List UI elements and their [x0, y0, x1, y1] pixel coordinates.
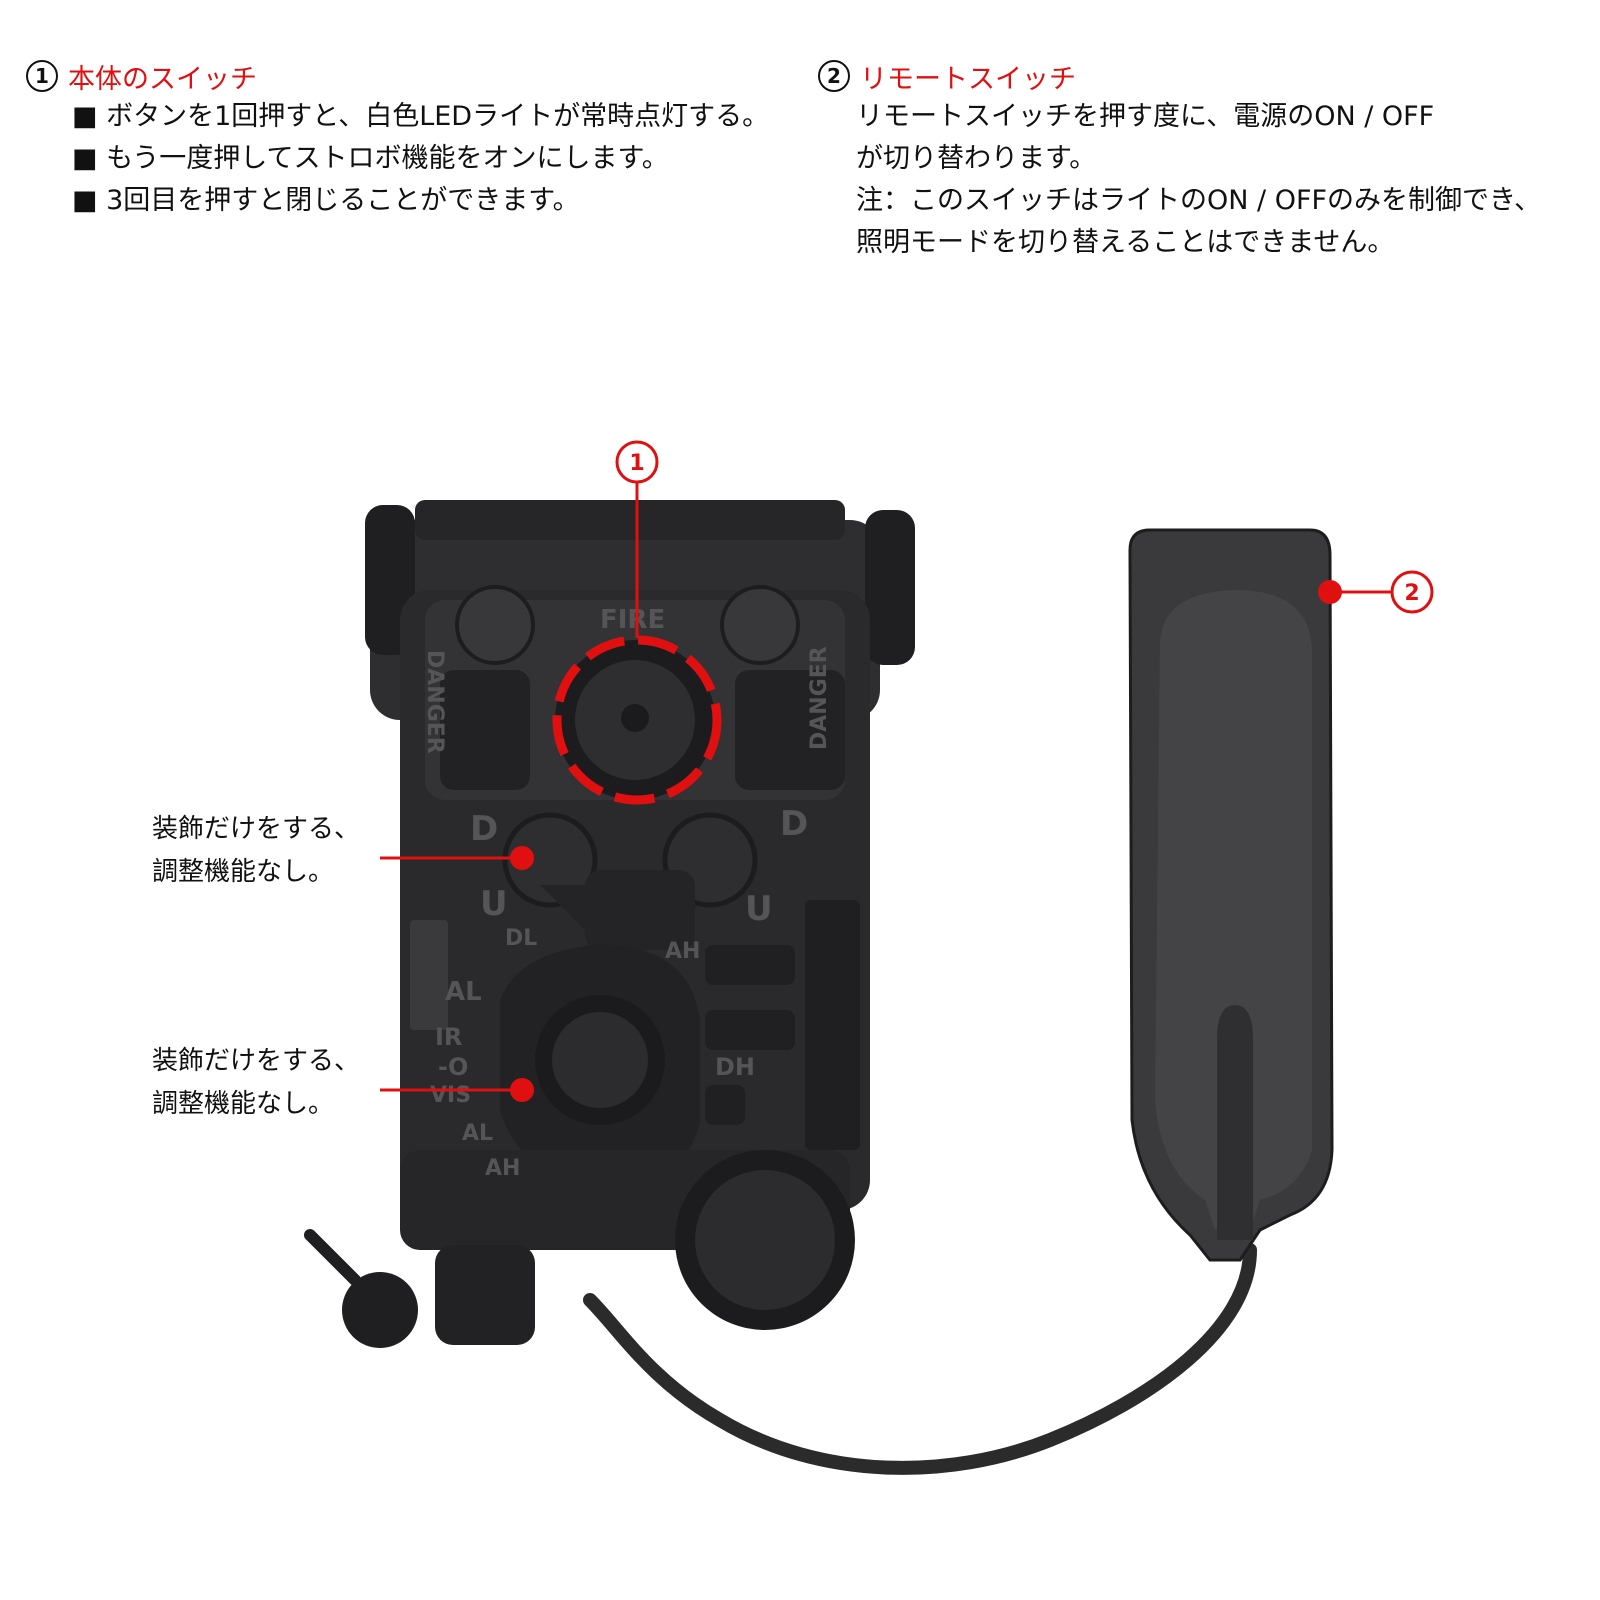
dh-label: DH — [715, 1053, 755, 1081]
switch-highlight-ring — [552, 635, 722, 805]
callout-2-dot — [510, 1078, 534, 1102]
description-line: リモートスイッチを押す度に、電源のON / OFF — [856, 101, 1435, 132]
description-line: 照明モードを切り替えることはできません。 — [856, 227, 1395, 258]
al-label: AL — [462, 1121, 493, 1146]
instruction-line: ■ もう一度押してストロボ機能をオンにします。 — [72, 143, 669, 174]
marker-1-label: 1 — [629, 451, 644, 476]
section-device-switch-title: 本体のスイッチ — [68, 63, 257, 95]
section-remote-switch-heading: 2 リモートスイッチ — [818, 56, 1541, 96]
callout-line: 装飾だけをする、 — [152, 1046, 361, 1076]
dl-label: DL — [505, 926, 537, 951]
ah-label: AH — [665, 939, 700, 964]
danger-label: DANGER — [422, 650, 447, 754]
marker-1-icon — [615, 440, 659, 484]
number-1-icon: 1 — [26, 60, 58, 92]
instruction-line: ■ 3回目を押すと閉じることができます。 — [72, 185, 580, 216]
marker-2-label: 2 — [1404, 581, 1419, 606]
section-remote-switch-title: リモートスイッチ — [860, 63, 1076, 95]
callout-2: 装飾だけをする、 調整機能なし。 — [152, 1040, 360, 1126]
annotation-overlay: 1 2 — [380, 440, 1434, 1102]
u-label: U — [480, 884, 508, 924]
section-device-switch: 1 本体のスイッチ ■ ボタンを1回押すと、白色LEDライトが常時点灯する。 ■… — [26, 56, 769, 222]
description-line: が切り替わります。 — [856, 143, 1097, 174]
callout-line: 装飾だけをする、 — [152, 814, 361, 844]
off-label: -O — [438, 1053, 468, 1081]
device-body — [304, 500, 915, 1348]
al-label: AL — [445, 977, 482, 1007]
callout-1-dot — [510, 846, 534, 870]
d-label: D — [470, 809, 498, 849]
section-remote-switch-body: リモートスイッチを押す度に、電源のON / OFF が切り替わります。 注：この… — [856, 96, 1541, 264]
ah-label: AH — [485, 1156, 520, 1181]
danger-label: DANGER — [807, 646, 832, 750]
section-device-switch-heading: 1 本体のスイッチ — [26, 56, 769, 96]
u-label: U — [745, 889, 773, 929]
remote-pad — [1128, 528, 1334, 1262]
callout-line: 調整機能なし。 — [152, 857, 335, 887]
ir-label: IR — [435, 1023, 462, 1051]
number-2-icon: 2 — [818, 60, 850, 92]
callout-line: 調整機能なし。 — [152, 1089, 335, 1119]
description-line: 注：このスイッチはライトのON / OFFのみを制御でき、 — [856, 185, 1542, 216]
marker-2-icon — [1390, 570, 1434, 614]
fire-label: FIRE — [600, 605, 665, 635]
section-device-switch-body: ■ ボタンを1回押すと、白色LEDライトが常時点灯する。 ■ もう一度押してスト… — [72, 96, 769, 222]
instruction-line: ■ ボタンを1回押すと、白色LEDライトが常時点灯する。 — [72, 101, 770, 132]
remote-cable — [583, 1243, 1257, 1475]
vis-label: VIS — [430, 1083, 471, 1108]
device-labels: FIRE D D U U DL AH AL IR -O VIS AL AH DH… — [422, 605, 832, 1181]
d-label: D — [780, 804, 808, 844]
callout-1: 装飾だけをする、 調整機能なし。 — [152, 808, 360, 894]
section-remote-switch: 2 リモートスイッチ リモートスイッチを押す度に、電源のON / OFF が切り… — [818, 56, 1541, 264]
